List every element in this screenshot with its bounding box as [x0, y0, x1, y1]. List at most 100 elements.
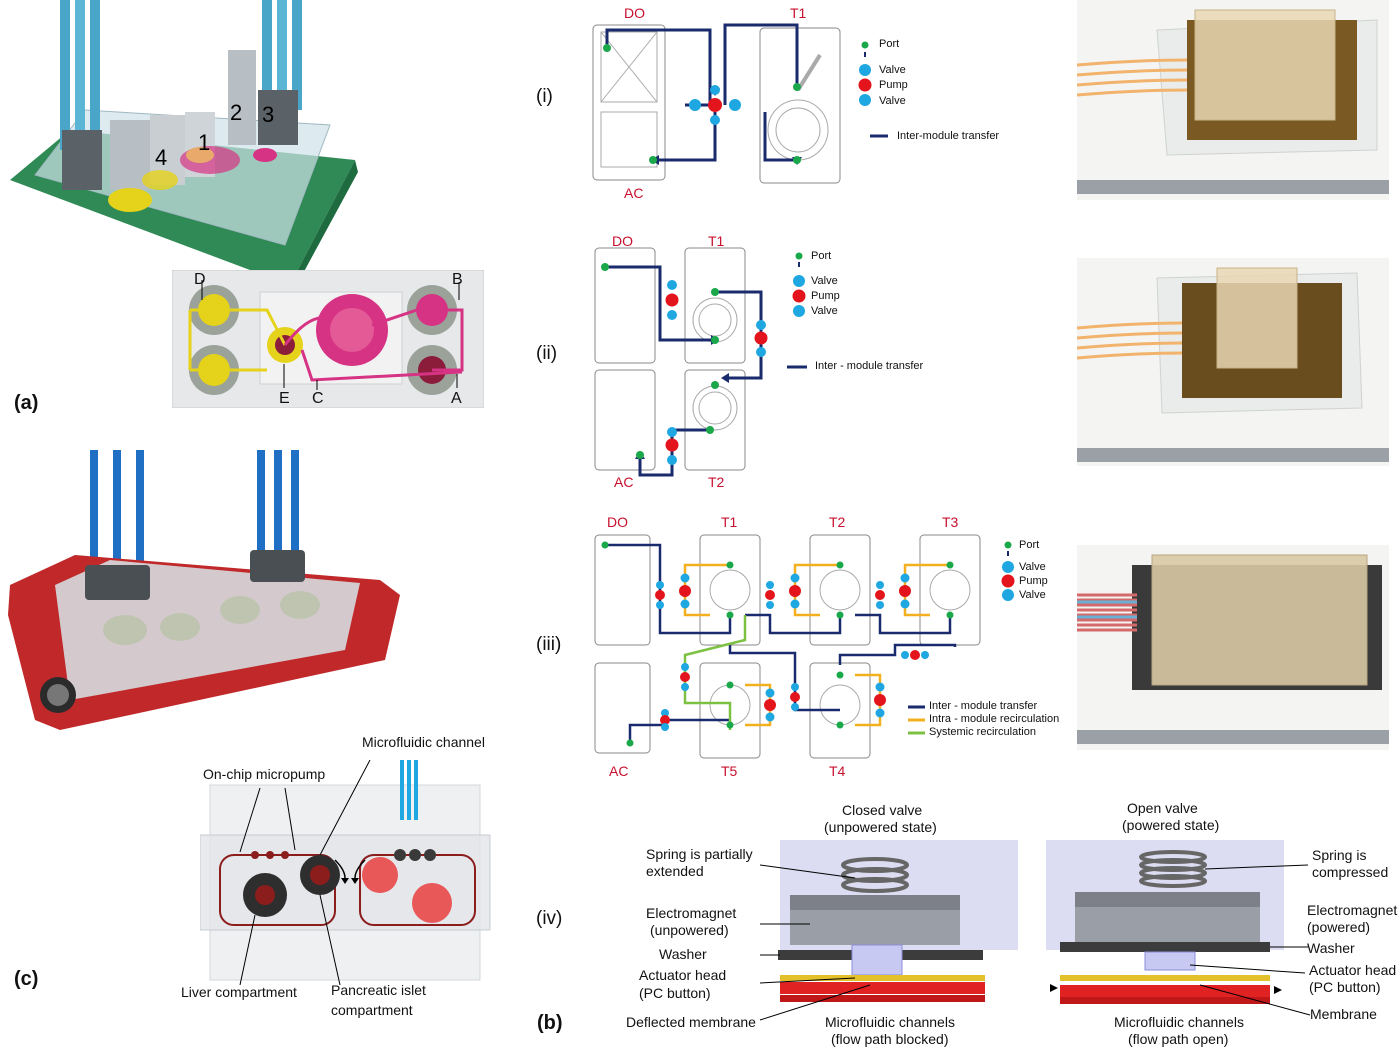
legend-valve-2: Valve: [879, 95, 906, 107]
label-electromagnet-unpowered-2: (unpowered): [650, 922, 729, 938]
module-label-t1-iii: T1: [721, 514, 738, 530]
module-label-ac: AC: [624, 185, 644, 201]
module-do: [594, 534, 651, 646]
flow-arrow-icon: [1050, 984, 1058, 992]
legend-intra-module-iii: Intra - module recirculation: [929, 713, 1060, 725]
module-label-do-iii: DO: [607, 514, 628, 530]
label-microfluidic-channel: Microfluidic channel: [362, 734, 485, 750]
legend-inter-module-iii: Inter - module transfer: [929, 700, 1038, 712]
device-number-4: 4: [155, 145, 167, 170]
label-membrane: Membrane: [1310, 1006, 1377, 1022]
module-ac: [594, 662, 651, 754]
sub-label-iii: (iii): [536, 634, 562, 655]
legend-pump: Pump: [879, 79, 908, 91]
label-electromagnet-unpowered-1: Electromagnet: [646, 905, 737, 921]
connector-tower: [62, 130, 102, 190]
layout-label-b: B: [452, 271, 463, 288]
tube: [60, 0, 70, 150]
legend-systemic-iii: Systemic recirculation: [929, 726, 1036, 738]
label-spring-compressed-2: compressed: [1312, 864, 1389, 880]
pancreatic-islet-compartment: [412, 883, 452, 923]
schematic-ii: [594, 247, 807, 477]
legend-pump-ii: Pump: [811, 290, 840, 302]
label-channels-open-2: (flow path open): [1128, 1031, 1229, 1047]
schematic-i: [592, 23, 888, 184]
panel-a-device-render: 1 2 3 4: [10, 0, 358, 290]
legend-inter-module-i: Inter-module transfer: [897, 130, 1000, 142]
label-pancreatic-islet-line2: compartment: [331, 1002, 413, 1018]
valve-diagrams: [760, 840, 1311, 1021]
panel-label-b: (b): [537, 1012, 563, 1034]
sub-label-iv: (iv): [536, 908, 563, 929]
sub-label-ii: (ii): [536, 343, 558, 364]
label-channels-closed-2: (flow path blocked): [831, 1031, 949, 1047]
label-spring-partial-1: Spring is partially: [646, 846, 753, 862]
legend-valve-iii-2: Valve: [1019, 589, 1046, 601]
pump-icon: [251, 851, 259, 859]
module-label-t2-iii: T2: [829, 514, 846, 530]
module-t1: [684, 247, 746, 364]
module-label-t1: T1: [790, 5, 807, 21]
label-actuator-closed-2: (PC button): [639, 985, 711, 1001]
label-actuator-open-2: (PC button): [1309, 979, 1381, 995]
layout-label-d: D: [194, 271, 206, 288]
module-label-t4-iii: T4: [829, 763, 846, 779]
legend-valve-ii-2: Valve: [811, 305, 838, 317]
tube-connector: [85, 565, 150, 600]
legend-port: Port: [879, 38, 900, 50]
label-channels-open-1: Microfluidic channels: [1114, 1014, 1244, 1030]
layout-label-c: C: [312, 390, 324, 407]
panel-c-device-render: [8, 450, 400, 730]
module-label-t1-ii: T1: [708, 233, 725, 249]
closed-valve-subtitle: (unpowered state): [824, 819, 937, 835]
ruler: [1077, 180, 1389, 194]
electromagnet: [790, 910, 960, 945]
photo-device-ii: [1077, 258, 1389, 466]
module-label-ac-ii: AC: [614, 474, 634, 490]
label-channels-closed-1: Microfluidic channels: [825, 1014, 955, 1030]
legend-valve: Valve: [879, 64, 906, 76]
legend-pump-iii: Pump: [1019, 575, 1048, 587]
device-number-1: 1: [198, 130, 210, 155]
module-label-t3-iii: T3: [942, 514, 959, 530]
actuator-head: [851, 944, 903, 976]
flow-arrow-icon: [334, 859, 346, 879]
module-label-t5-iii: T5: [721, 763, 738, 779]
label-actuator-closed-1: Actuator head: [639, 967, 727, 983]
label-deflected-membrane: Deflected membrane: [626, 1014, 756, 1030]
label-actuator-open-1: Actuator head: [1309, 962, 1397, 978]
module-label-do: DO: [624, 5, 645, 21]
closed-valve-title: Closed valve: [842, 802, 923, 818]
panel-label-c: (c): [14, 968, 39, 990]
device-number-3: 3: [262, 102, 274, 127]
legend-inter-module-ii: Inter - module transfer: [815, 360, 924, 372]
photo-device-iii: [1077, 545, 1389, 750]
legend-valve-ii: Valve: [811, 275, 838, 287]
label-washer-open: Washer: [1307, 940, 1355, 956]
label-electromagnet-powered-1: Electromagnet: [1307, 902, 1398, 918]
layout-label-e: E: [279, 390, 290, 407]
label-pancreatic-islet-line1: Pancreatic islet: [331, 982, 426, 998]
legend-valve-iii: Valve: [1019, 561, 1046, 573]
panel-label-a: (a): [14, 392, 39, 414]
module-t1: [759, 27, 841, 184]
compartment-4: [108, 188, 152, 212]
label-washer-closed: Washer: [659, 946, 707, 962]
layout-label-a: A: [451, 390, 462, 407]
open-valve-subtitle: (powered state): [1122, 817, 1220, 833]
legend-port-iii: Port: [1019, 539, 1040, 551]
microfluidic-channels: [780, 982, 985, 994]
module-t2: [684, 369, 746, 471]
module-t2: [809, 534, 871, 646]
module-do: [594, 247, 656, 364]
module-label-t2-ii: T2: [708, 474, 725, 490]
legend-port-ii: Port: [811, 250, 832, 262]
label-liver-compartment: Liver compartment: [181, 984, 297, 1000]
label-on-chip-micropump: On-chip micropump: [203, 766, 326, 782]
module-label-do-ii: DO: [612, 233, 633, 249]
panel-c-schematic: [200, 760, 491, 985]
label-electromagnet-powered-2: (powered): [1307, 919, 1371, 935]
photo-device-i: [1077, 0, 1389, 200]
label-spring-compressed-1: Spring is: [1312, 847, 1367, 863]
module-label-ac-iii: AC: [609, 763, 629, 779]
